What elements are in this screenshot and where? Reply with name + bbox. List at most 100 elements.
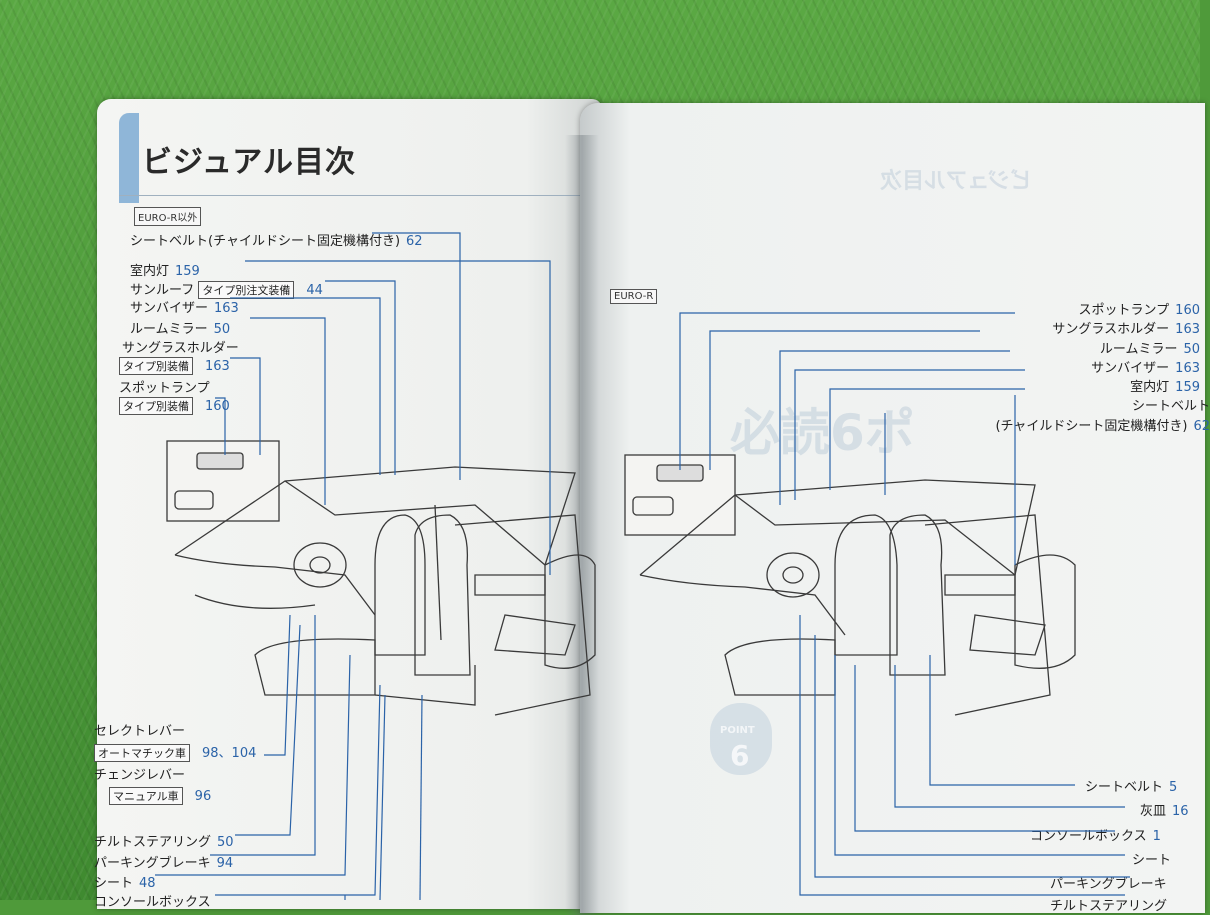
item-text: シートベルト xyxy=(1131,399,1210,414)
item-text: スポットランプ xyxy=(119,381,210,396)
item-text: (チャイルドシート固定機構付き) xyxy=(995,419,1188,434)
toc-item-seat[interactable]: シート xyxy=(1132,849,1171,868)
item-text: シート xyxy=(1132,853,1172,868)
item-text: スポットランプ xyxy=(1078,303,1170,318)
door-handle-area xyxy=(944,574,1016,596)
toc-item-ashtray[interactable]: 灰皿 16 xyxy=(1140,800,1189,819)
item-text: サングラスホルダー xyxy=(1052,322,1170,337)
page-ref: 44 xyxy=(306,283,323,298)
page-ref: 50 xyxy=(217,835,234,850)
toc-item-parking-brake[interactable]: パーキングブレーキ xyxy=(1050,873,1167,892)
item-text: ルームミラー xyxy=(1099,342,1178,357)
rear-door xyxy=(924,514,1051,716)
book-spine-shadow xyxy=(565,135,599,915)
passenger-seat xyxy=(414,514,471,676)
showthrough-big-heading: 必読6ポ xyxy=(730,404,915,462)
leader-sunglass-holder xyxy=(709,330,980,470)
section-tab xyxy=(119,113,139,203)
page-ref: 48 xyxy=(139,876,156,891)
leader-tilt-steering xyxy=(799,615,1125,896)
toc-item-spot-lamp[interactable]: スポットランプ xyxy=(119,377,210,396)
right-car-interior-drawing xyxy=(624,454,1076,716)
page-ref: 163 xyxy=(1175,322,1200,337)
toc-item-console-box[interactable]: コンソールボックス xyxy=(94,891,211,910)
toc-item-select-lever[interactable]: セレクトレバー xyxy=(94,720,185,739)
page-ref: 16 xyxy=(1172,804,1189,819)
page-ref: 5 xyxy=(1169,780,1178,795)
open-manual-book: ビジュアル目次 EURO-R以外 シートベルト(チャイルドシート固定機構付き)6… xyxy=(75,95,1210,915)
driver-seat xyxy=(834,514,898,656)
option-tag: タイプ別装備 xyxy=(119,357,193,375)
option-tag: タイプ別装備 xyxy=(119,397,193,415)
leader-room-lamp xyxy=(829,388,1025,490)
toc-item-seatbelt-child[interactable]: (チャイルドシート固定機構付き)62 xyxy=(780,415,1210,434)
toc-item-seatbelt[interactable]: シートベルト xyxy=(880,395,1210,414)
steering-wheel xyxy=(766,552,820,598)
item-text: チルトステアリング xyxy=(1050,899,1168,914)
toc-item-sunglass-holder[interactable]: サングラスホルダー 163 xyxy=(880,318,1200,337)
leader-select-lever xyxy=(264,614,291,756)
option-tag: オートマチック車 xyxy=(94,744,190,762)
dashboard-line xyxy=(174,554,376,616)
page-ref: 62 xyxy=(406,234,423,249)
floor-line xyxy=(374,665,476,706)
showthrough-point-label: POINT xyxy=(720,725,755,736)
spot-lamp-unit xyxy=(196,452,244,470)
item-text: シートベルト(チャイルドシート固定機構付き) xyxy=(130,234,401,249)
item-text: 灰皿 xyxy=(1140,804,1167,819)
variant-badge: EURO-R以外 xyxy=(134,207,202,226)
toc-item-seat[interactable]: シート 48 xyxy=(94,872,156,891)
item-text: シート xyxy=(94,876,134,891)
right-leader-lines xyxy=(679,312,1130,896)
page-ref: 1 xyxy=(1152,829,1161,844)
item-text: 室内灯 xyxy=(1130,380,1170,395)
leader-tilt-steering xyxy=(235,624,301,836)
variant-badge: EURO-R xyxy=(610,289,658,304)
leader-room-lamp xyxy=(245,260,551,575)
leader-room-mirror xyxy=(779,350,1010,505)
left-car-interior-drawing xyxy=(166,440,596,716)
toc-item-tilt-steering[interactable]: チルトステアリング xyxy=(1050,895,1167,914)
leader-spot-lamp xyxy=(679,312,1015,470)
toc-item-change-lever[interactable]: チェンジレバー xyxy=(94,764,185,783)
item-text: ルームミラー xyxy=(130,322,208,337)
roof-outline xyxy=(174,466,576,566)
title-rule xyxy=(119,195,589,196)
rear-seat xyxy=(969,614,1046,656)
passenger-seat xyxy=(889,514,946,676)
windshield-frame xyxy=(284,480,546,566)
showthrough-point-badge xyxy=(710,703,772,775)
showthrough-point-number: 6 xyxy=(730,739,750,772)
mirror-detail xyxy=(632,496,674,516)
item-text: サンバイザー xyxy=(1091,361,1170,376)
toc-item-sunglass-holder[interactable]: サングラスホルダー xyxy=(122,337,239,356)
leader-seatbelt xyxy=(372,232,461,480)
front-seat-cushion xyxy=(724,638,836,696)
mirror-detail xyxy=(174,490,214,510)
leader-sun-visor xyxy=(794,369,1025,500)
item-text: セレクトレバー xyxy=(94,724,186,739)
toc-item-seatbelt[interactable]: シートベルト(チャイルドシート固定機構付き) 62 xyxy=(130,230,423,249)
item-text: 室内灯 xyxy=(130,264,170,279)
rear-quarter xyxy=(1014,554,1076,669)
spot-lamp-inset xyxy=(624,454,736,536)
leader-parking-brake xyxy=(814,635,1130,878)
leader-seat xyxy=(834,655,1125,856)
rear-seat xyxy=(494,614,576,656)
